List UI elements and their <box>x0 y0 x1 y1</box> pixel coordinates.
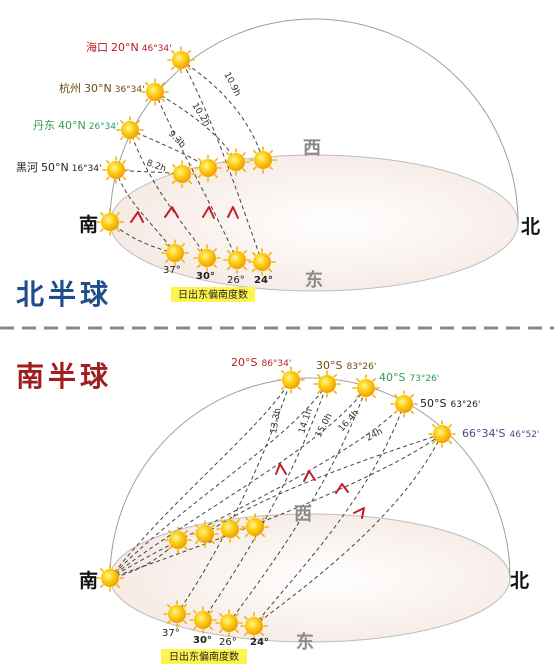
sun-icon <box>428 420 456 448</box>
sun-icon <box>116 116 144 144</box>
south-celestial-dome <box>109 377 511 579</box>
south-horizon-plane <box>109 513 511 643</box>
sun-icon <box>167 46 195 74</box>
sun-icon <box>102 156 130 184</box>
sun-icon <box>313 370 341 398</box>
south-direction-arrows <box>275 463 365 519</box>
sunrise-note: 日出东偏南度数 <box>178 288 248 301</box>
direction-south: 南 <box>79 214 98 236</box>
sun-icon <box>352 374 380 402</box>
direction-south: 南 <box>79 570 98 592</box>
direction-north: 北 <box>510 570 529 592</box>
direction-east: 东 <box>296 631 314 653</box>
south-hemisphere-title: 南半球 <box>16 360 112 393</box>
north-hemisphere-title: 北半球 <box>16 278 112 311</box>
north-hours-label: 10.2h <box>189 101 211 128</box>
sunrise-note-highlight <box>171 287 255 302</box>
direction-west: 西 <box>294 504 312 525</box>
sunrise-degree: 24° <box>254 275 273 286</box>
sun-icon <box>390 390 418 418</box>
direction-north: 北 <box>521 216 540 238</box>
direction-west: 西 <box>303 138 321 159</box>
south-hours-label: 14.1h <box>297 407 314 435</box>
north-direction-arrows <box>130 206 239 223</box>
south-hours-label: 24h <box>365 427 385 444</box>
sunrise-degree: 37° <box>162 628 180 639</box>
sunrise-degree: 37° <box>163 265 181 276</box>
sun-icon <box>141 78 169 106</box>
sunrise-degree: 26° <box>227 275 245 286</box>
sunrise-degree: 24° <box>250 637 269 648</box>
south-hours-label: 13.3h <box>269 407 283 434</box>
south-hours-label: 15.0h <box>314 412 335 439</box>
north-hours-label: 8.2h <box>145 158 167 174</box>
sunrise-degree: 26° <box>219 637 237 648</box>
sunrise-note: 日出东偏南度数 <box>169 650 239 663</box>
direction-east: 东 <box>305 269 323 291</box>
sunrise-degree: 30° <box>193 635 212 646</box>
north-hours-label: 10.9h <box>221 71 242 98</box>
sunrise-note-highlight <box>161 649 247 664</box>
sunrise-degree: 30° <box>196 271 215 282</box>
